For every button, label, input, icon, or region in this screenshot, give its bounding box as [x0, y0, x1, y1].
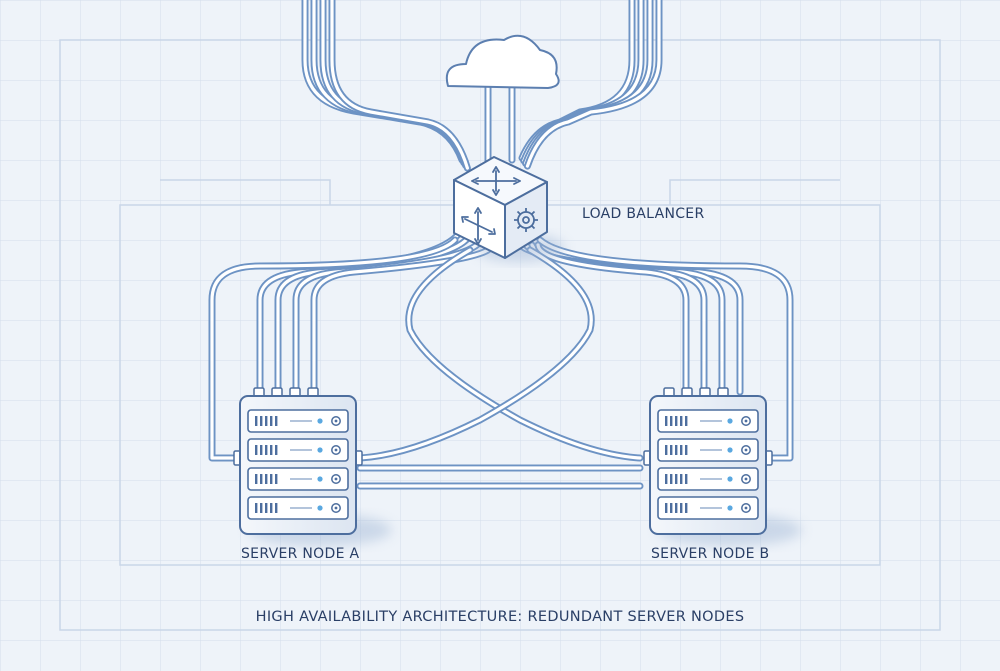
server-vent	[260, 416, 263, 426]
power-button-dot	[334, 477, 338, 481]
move-arrows-icon	[461, 207, 496, 245]
load-balancer-label: LOAD BALANCER	[582, 206, 705, 222]
server-vent	[265, 503, 268, 513]
cable-outer-left	[208, 236, 459, 462]
power-button-dot	[334, 448, 338, 452]
cloud-icon	[445, 34, 560, 89]
server-vent	[670, 474, 673, 484]
server-vent	[680, 416, 683, 426]
server-vent	[675, 503, 678, 513]
status-led-icon	[727, 505, 733, 511]
server-vent	[275, 503, 278, 513]
status-led-icon	[727, 476, 733, 482]
cable-cross-1	[405, 246, 644, 462]
arrows-icon	[471, 166, 521, 196]
status-led-icon	[727, 418, 733, 424]
server-vent	[255, 474, 258, 484]
server-node-a-label: SERVER NODE A	[241, 546, 360, 562]
server-node-b	[643, 387, 802, 546]
power-button-dot	[334, 506, 338, 510]
server-vent	[670, 445, 673, 455]
server-vent	[665, 503, 668, 513]
server-vent	[275, 416, 278, 426]
status-led-icon	[317, 476, 323, 482]
server-vent	[675, 474, 678, 484]
server-vent	[265, 445, 268, 455]
server-vent	[265, 416, 268, 426]
server-vent	[685, 503, 688, 513]
cable-outer-right	[536, 236, 794, 462]
server-vent	[680, 474, 683, 484]
gear-icon	[514, 208, 538, 232]
server-vent	[675, 445, 678, 455]
status-led-icon	[317, 447, 323, 453]
server-vent	[270, 503, 273, 513]
server-vent	[665, 445, 668, 455]
server-vent	[260, 445, 263, 455]
server-vent	[275, 474, 278, 484]
power-button-dot	[334, 419, 338, 423]
server-vent	[255, 503, 258, 513]
server-vent	[670, 503, 673, 513]
server-vent	[260, 474, 263, 484]
server-vent	[270, 416, 273, 426]
status-led-icon	[317, 418, 323, 424]
diagram-caption: HIGH AVAILABILITY ARCHITECTURE: REDUNDAN…	[255, 609, 745, 625]
server-vent	[270, 474, 273, 484]
status-led-icon	[317, 505, 323, 511]
load-balancer-cube	[453, 156, 565, 262]
server-vent	[670, 416, 673, 426]
server-vent	[270, 445, 273, 455]
server-vent	[255, 445, 258, 455]
server-vent	[685, 416, 688, 426]
power-button-dot	[744, 419, 748, 423]
power-button-dot	[744, 448, 748, 452]
server-vent	[665, 474, 668, 484]
server-vent	[665, 416, 668, 426]
server-node-b-label: SERVER NODE B	[651, 546, 770, 562]
cable-cross-2	[356, 246, 595, 462]
server-vent	[275, 445, 278, 455]
status-led-icon	[727, 447, 733, 453]
power-button-dot	[744, 506, 748, 510]
server-vent	[255, 416, 258, 426]
server-node-a	[233, 387, 392, 546]
server-vent	[675, 416, 678, 426]
cable-left-fan-3	[310, 246, 492, 396]
cable-top-right-3	[523, 0, 663, 170]
server-vent	[265, 474, 268, 484]
server-vent	[260, 503, 263, 513]
server-vent	[680, 503, 683, 513]
server-vent	[685, 445, 688, 455]
power-button-dot	[744, 477, 748, 481]
server-vent	[685, 474, 688, 484]
server-vent	[680, 445, 683, 455]
cable-top-left-3	[328, 0, 471, 172]
